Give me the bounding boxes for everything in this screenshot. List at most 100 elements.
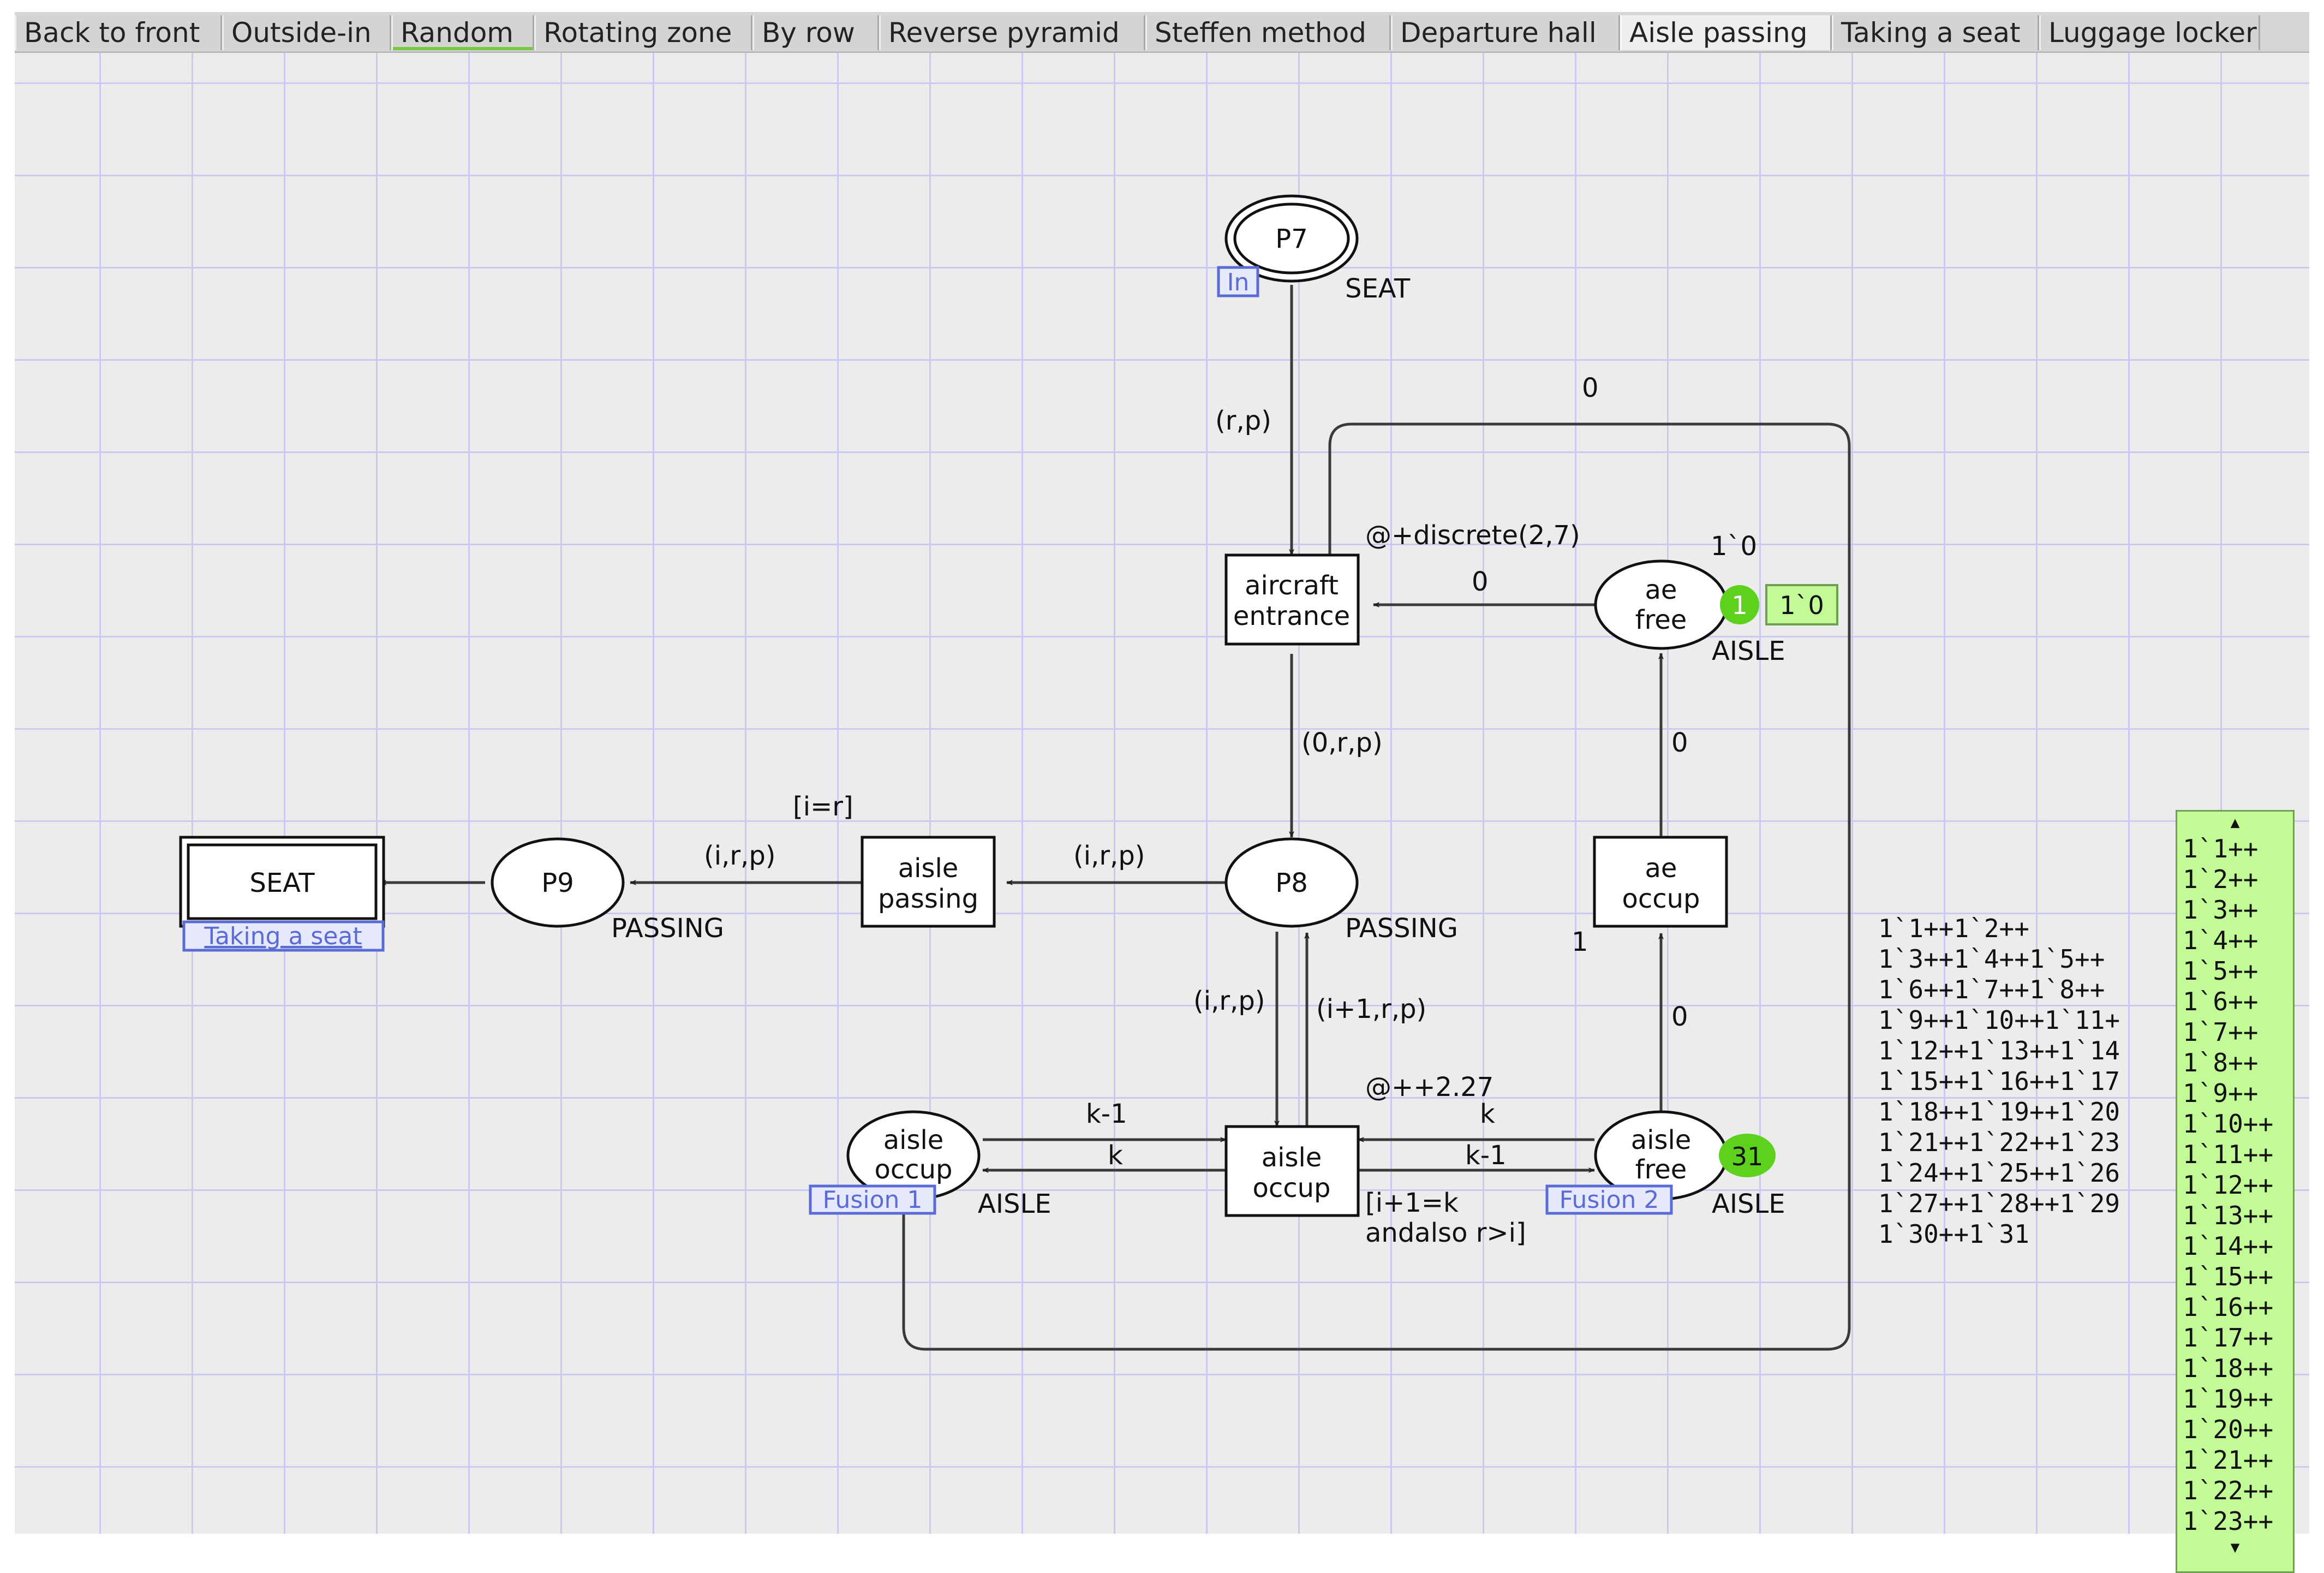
transition-aircraft-entrance-time: @+discrete(2,7)	[1365, 520, 1580, 551]
marking-list-item: 1`10++	[2183, 1109, 2274, 1139]
initial-marking-line: 1`21++1`22++1`23	[1878, 1128, 2120, 1157]
marking-list-item: 1`19++	[2183, 1384, 2274, 1414]
transition-aisle-passing[interactable]	[861, 836, 996, 928]
place-ae-free-initial-marking: 1`0	[1711, 531, 1757, 562]
place-p9-name: P9	[541, 868, 573, 898]
marking-list-item: 1`17++	[2183, 1323, 2274, 1352]
place-ae-free-name-line2: free	[1635, 605, 1687, 635]
aisle-free-token-count-ellipse	[1719, 1134, 1776, 1177]
marking-list-item: 1`11++	[2183, 1140, 2274, 1169]
fusion-tag-2-box	[1545, 1184, 1673, 1215]
arc-label-entrance-to-p8: (0,r,p)	[1301, 728, 1383, 758]
aisle-free-token-count: 31	[1731, 1142, 1764, 1171]
marking-list-item: 1`4++	[2183, 926, 2259, 955]
port-tag-in: In	[1227, 269, 1250, 296]
initial-marking-line: 1`30++1`31	[1878, 1219, 2029, 1249]
place-p9-colour-set: PASSING	[611, 913, 724, 944]
fusion-tag-1: Fusion 1	[823, 1186, 923, 1214]
tab-by-row[interactable]: By row	[752, 15, 879, 50]
place-aisle-free-colour-set: AISLE	[1712, 1189, 1785, 1219]
ae-free-token-count-circle	[1720, 585, 1759, 624]
initial-marking-line: 1`9++1`10++1`11+	[1878, 1005, 2120, 1035]
marking-list-item: 1`7++	[2183, 1017, 2259, 1047]
initial-marking-line: 1`12++1`13++1`14	[1878, 1036, 2120, 1065]
net-canvas: P7 P8 P9 ae free aisle occup aisle free …	[15, 53, 2309, 1573]
tab-outside-in[interactable]: Outside-in	[222, 15, 391, 50]
tab-random[interactable]: Random	[391, 15, 534, 50]
transition-aisle-passing-line1: aisle	[898, 853, 959, 884]
marking-list-item: 1`20++	[2183, 1415, 2274, 1444]
transition-ae-occup[interactable]	[1593, 836, 1728, 928]
arc-aircraft-entrance-loop-to-aisle-occup[interactable]	[901, 422, 1851, 1351]
transition-ae-occup-line2: occup	[1622, 884, 1700, 914]
fusion-tag-1-box	[809, 1184, 936, 1215]
tab-taking-a-seat[interactable]: Taking a seat	[1832, 15, 2039, 50]
transition-ae-occup-line1: ae	[1645, 853, 1677, 884]
ae-free-marking: 1`0	[1779, 591, 1824, 620]
place-p7-colour-set: SEAT	[1345, 273, 1411, 304]
marking-list-item: 1`12++	[2183, 1170, 2274, 1200]
ae-free-token-count: 1	[1731, 591, 1747, 620]
initial-marking-line: 1`15++1`16++1`17	[1878, 1066, 2120, 1096]
marking-list-item: 1`6++	[2183, 987, 2259, 1016]
marking-list-item: 1`23++	[2183, 1506, 2274, 1536]
transition-aircraft-entrance-line2: entrance	[1233, 601, 1350, 631]
arc-label-aeoccup-side: 1	[1572, 927, 1588, 957]
arc-label-aeoccup-to-aefree: 0	[1671, 728, 1688, 758]
substitution-transition-seat[interactable]	[187, 843, 378, 920]
current-marking-list[interactable]: ▲ 1`1++1`2++1`3++1`4++1`5++1`6++1`7++1`8…	[2176, 810, 2295, 1573]
subpage-tag-taking-a-seat[interactable]: Taking a seat	[204, 922, 362, 950]
arc-label-p7-to-entrance: (r,p)	[1215, 406, 1271, 436]
arc-label-p8-to-passing: (i,r,p)	[1073, 841, 1145, 871]
tab-steffen-method[interactable]: Steffen method	[1145, 15, 1391, 50]
initial-marking-line: 1`18++1`19++1`20	[1878, 1097, 2120, 1127]
initial-marking-line: 1`6++1`7++1`8++	[1878, 975, 2105, 1004]
marking-list-item: 1`15++	[2183, 1262, 2274, 1291]
arc-label-p8-to-aisle-occup: (i,r,p)	[1193, 986, 1265, 1016]
place-p7-name: P7	[1275, 224, 1307, 254]
marking-list-item: 1`3++	[2183, 895, 2259, 925]
transition-aircraft-entrance[interactable]	[1224, 553, 1360, 646]
tab-back-to-front[interactable]: Back to front	[15, 15, 222, 50]
arc-label-passing-to-p9: (i,r,p)	[704, 841, 776, 871]
subpage-tag-box	[182, 920, 385, 952]
tab-reverse-pyramid[interactable]: Reverse pyramid	[879, 15, 1145, 50]
marking-list-item: 1`2++	[2183, 865, 2259, 894]
scroll-down-icon[interactable]: ▼	[2230, 1538, 2240, 1556]
place-ae-free-name-line1: ae	[1645, 575, 1677, 605]
arc-label-transition-to-occup-place: k	[1108, 1140, 1123, 1171]
transition-aisle-occup[interactable]	[1224, 1125, 1360, 1217]
tab-luggage-locker[interactable]: Luggage locker	[2039, 15, 2260, 50]
place-p7[interactable]	[1233, 202, 1350, 275]
initial-marking-line: 1`27++1`28++1`29	[1878, 1189, 2120, 1218]
marking-list-item: 1`13++	[2183, 1201, 2274, 1230]
scroll-up-icon[interactable]: ▲	[2230, 813, 2240, 831]
marking-list-item: 1`8++	[2183, 1048, 2259, 1077]
initial-marking-line: 1`24++1`25++1`26	[1878, 1158, 2120, 1188]
transition-aisle-occup-guard-line2: andalso r>i]	[1365, 1218, 1526, 1248]
place-aisle-free-name-line2: free	[1635, 1154, 1687, 1185]
transition-aisle-occup-line1: aisle	[1262, 1142, 1322, 1173]
place-ae-free-colour-set: AISLE	[1712, 636, 1785, 666]
marking-list-item: 1`5++	[2183, 956, 2259, 986]
tab-departure-hall[interactable]: Departure hall	[1391, 15, 1620, 50]
marking-list-item: 1`9++	[2183, 1079, 2259, 1108]
port-tag-in-box	[1217, 266, 1259, 297]
transition-aircraft-entrance-line1: aircraft	[1245, 570, 1339, 601]
tab-rotating-zone[interactable]: Rotating zone	[534, 15, 752, 50]
tab-aisle-passing[interactable]: Aisle passing	[1620, 15, 1832, 50]
place-aisle-occup-name-line1: aisle	[883, 1125, 944, 1155]
arc-label-occup-place-to-transition: k-1	[1086, 1099, 1127, 1129]
transition-aisle-passing-guard: [i=r]	[793, 791, 853, 822]
arc-label-aislefree-to-transition: k	[1480, 1099, 1495, 1129]
marking-list-item: 1`21++	[2183, 1445, 2274, 1475]
place-aisle-free-name-line1: aisle	[1631, 1125, 1692, 1155]
place-aisle-occup-name-line2: occup	[874, 1154, 952, 1185]
place-p8[interactable]	[1224, 837, 1359, 928]
petri-net-diagram: P7 P8 P9 ae free aisle occup aisle free …	[179, 194, 2120, 1351]
place-p9[interactable]	[491, 837, 625, 928]
marking-list-item: 1`16++	[2183, 1292, 2274, 1322]
arc-label-transition-to-aislefree: k-1	[1465, 1140, 1507, 1171]
marking-list-item: 1`18++	[2183, 1354, 2274, 1383]
